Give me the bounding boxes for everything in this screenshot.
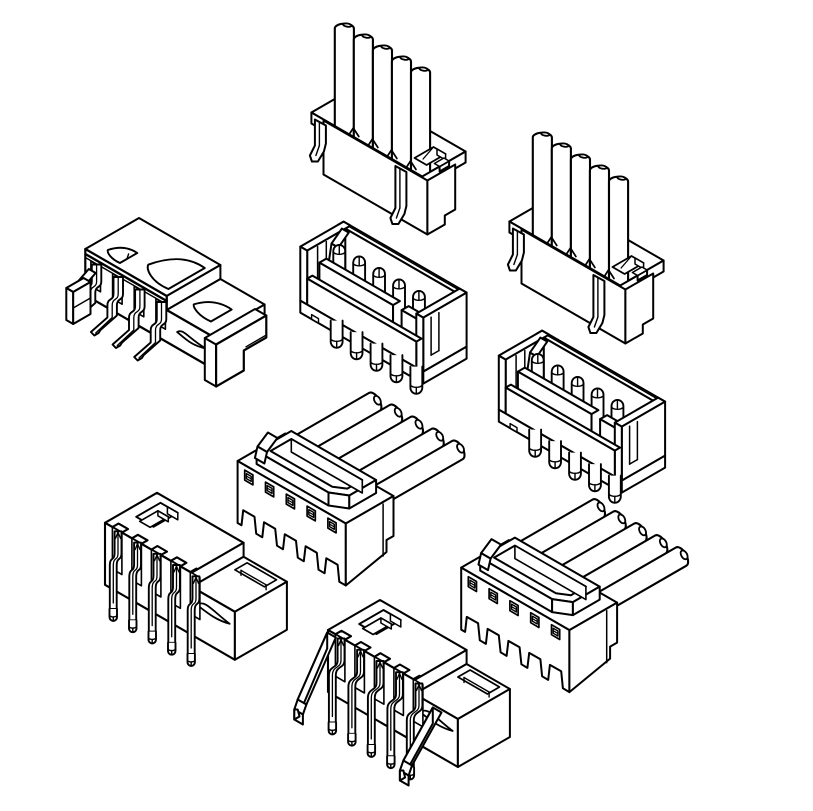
drawing-canvas xyxy=(65,22,690,787)
connector-line-drawing xyxy=(65,22,690,787)
